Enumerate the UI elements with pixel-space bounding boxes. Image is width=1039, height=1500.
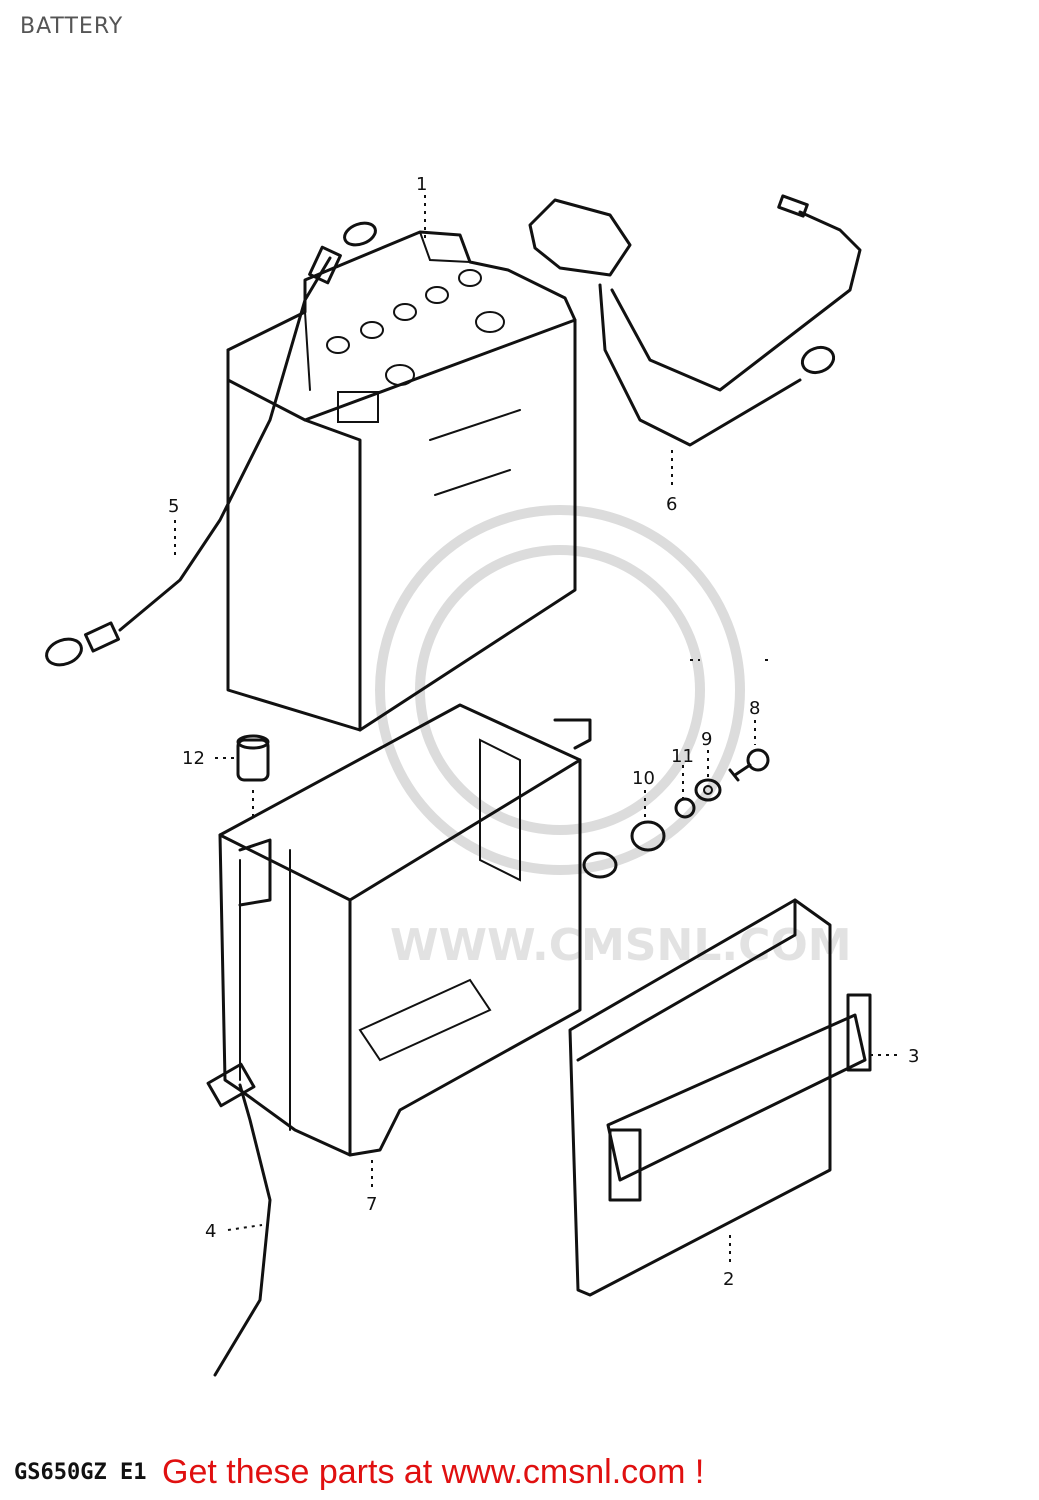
battery-cover-part	[568, 898, 832, 1297]
callout-4: 4	[205, 1221, 216, 1242]
callout-10: 10	[632, 768, 655, 789]
callout-8: 8	[749, 698, 760, 719]
battery-part	[226, 230, 577, 732]
callout-3: 3	[908, 1046, 919, 1067]
page-title: BATTERY	[20, 14, 124, 39]
washer-part	[694, 778, 722, 802]
bolt-part	[728, 748, 770, 782]
battery-case-part	[218, 703, 618, 1157]
callout-5: 5	[168, 496, 179, 517]
callout-2: 2	[723, 1269, 734, 1290]
cushion-part	[630, 820, 666, 852]
callout-7: 7	[366, 1194, 377, 1215]
watermark-logo: WWW.CMSNL.COM	[375, 505, 852, 971]
watermark-text: WWW.CMSNL.COM	[390, 920, 852, 971]
leader-lines	[174, 195, 900, 1265]
callout-12: 12	[182, 748, 205, 769]
spacer-part	[674, 797, 696, 819]
positive-lead-part	[528, 194, 862, 447]
negative-lead-part	[45, 221, 377, 667]
breather-hose-part	[206, 1062, 272, 1377]
cap-part	[236, 734, 270, 782]
callout-11: 11	[671, 746, 694, 767]
model-code: GS650GZ E1	[14, 1460, 147, 1485]
parts-link[interactable]: Get these parts at www.cmsnl.com !	[162, 1453, 705, 1491]
battery-band-part	[606, 993, 872, 1202]
callout-1: 1	[416, 174, 427, 195]
callout-labels: 1 2 3 4 5 6 7 8 9 10 11 12	[168, 174, 919, 1290]
callout-6: 6	[666, 494, 677, 515]
callout-9: 9	[701, 729, 712, 750]
